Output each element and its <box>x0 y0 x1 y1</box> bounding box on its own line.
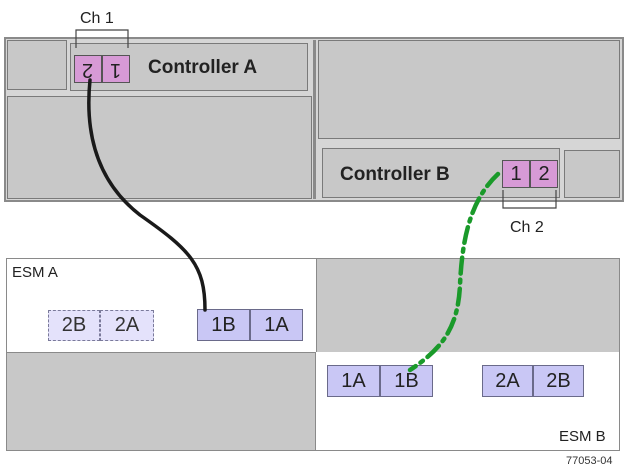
channel-1-bracket <box>75 29 129 48</box>
esm-b-upper-blank <box>316 259 619 352</box>
esm-a-port-1b-label: 1B <box>211 313 236 336</box>
esm-a-port-1a[interactable]: 1A <box>250 309 303 341</box>
cable-green <box>407 171 501 373</box>
controller-b-port-1-label: 1 <box>510 162 522 185</box>
controller-a-port-1[interactable]: 1 <box>102 55 130 83</box>
esm-b-port-2b-label: 2B <box>546 369 571 392</box>
cable-black <box>87 78 207 312</box>
channel-1-label: Ch 1 <box>80 10 114 27</box>
controller-b-port-1[interactable]: 1 <box>502 160 530 188</box>
esm-b-port-2b[interactable]: 2B <box>533 365 584 397</box>
esm-b-label: ESM B <box>559 428 606 445</box>
esm-a-port-1a-label: 1A <box>264 313 289 336</box>
channel-2-bracket <box>502 190 557 209</box>
controller-b-right-blank <box>564 150 620 198</box>
esm-a-port-1b[interactable]: 1B <box>197 309 250 341</box>
esm-a-port-2b: 2B <box>48 310 100 341</box>
esm-a-lower-blank <box>7 352 316 450</box>
figure-id: 77053-04 <box>566 455 613 467</box>
controller-b-upper-blank <box>318 40 620 139</box>
esm-b-port-2a-label: 2A <box>495 369 520 392</box>
esm-a-label: ESM A <box>12 264 58 281</box>
controller-b-port-2[interactable]: 2 <box>530 160 558 188</box>
controller-a-label: Controller A <box>148 57 258 78</box>
controller-b-label: Controller B <box>340 164 450 185</box>
enclosure-divider <box>313 40 316 199</box>
controller-a-port-2[interactable]: 2 <box>74 55 102 83</box>
esm-b-port-1a-label: 1A <box>341 369 366 392</box>
controller-b-port-2-label: 2 <box>538 162 550 185</box>
channel-2-label: Ch 2 <box>510 219 544 236</box>
esm-b-port-1b-label: 1B <box>394 369 419 392</box>
esm-a-port-2a-label: 2A <box>114 314 140 336</box>
esm-a-port-2b-label: 2B <box>61 314 87 336</box>
esm-b-port-2a[interactable]: 2A <box>482 365 533 397</box>
esm-b-port-1b[interactable]: 1B <box>380 365 433 397</box>
controller-a-left-blank <box>7 40 67 90</box>
esm-a-port-2a: 2A <box>100 310 154 341</box>
esm-b-port-1a[interactable]: 1A <box>327 365 380 397</box>
controller-a-lower-blank <box>7 96 312 199</box>
